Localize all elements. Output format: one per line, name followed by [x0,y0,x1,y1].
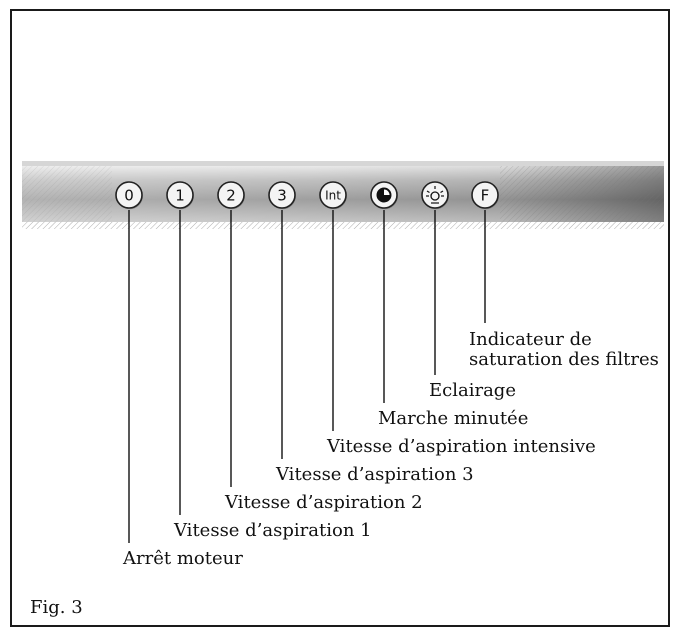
callouts: Arrêt moteur Vitesse d’aspiration 1 Vitess… [122,210,659,569]
button-light[interactable] [421,181,449,210]
button-ring [421,181,449,209]
callout-5: Vitesse d’aspiration intensive [326,210,596,457]
button-1[interactable]: 1 [166,181,194,210]
button-2[interactable]: 2 [217,181,245,210]
callout-label: Vitesse d’aspiration 2 [224,492,423,513]
button-ring [166,181,194,209]
button-label: 2 [226,187,236,205]
figure-frame [10,9,670,627]
panel-bottom-edge [22,222,664,229]
button-ring [471,181,499,209]
button-0[interactable]: 0 [115,181,143,210]
timer-icon [376,187,392,203]
panel-hatch-right [500,166,664,222]
button-ring [319,181,347,209]
button-label: 1 [175,187,185,205]
callout-label: Indicateur de [469,329,592,350]
callout-2: Vitesse d’aspiration 1 [173,210,372,541]
callout-4: Vitesse d’aspiration 3 [275,210,474,485]
panel-hatch-left [22,166,112,222]
button-3[interactable]: 3 [268,181,296,210]
panel-top-edge [22,161,664,166]
figure-label: Fig. 3 [30,597,83,618]
callout-label: Arrêt moteur [122,548,243,569]
button-int[interactable]: Int [319,181,347,210]
callout-7: Eclairage [429,210,516,401]
callout-label: saturation des filtres [469,349,659,370]
button-filter[interactable]: F [471,181,499,210]
button-label: Int [325,189,341,203]
light-bulb-icon [426,186,444,204]
button-ring [217,181,245,209]
button-ring [268,181,296,209]
callout-label: Eclairage [429,380,516,401]
callout-label: Vitesse d’aspiration intensive [326,436,596,457]
panel-buttons: 0 1 2 3 Int F [115,181,499,210]
button-ring [115,181,143,209]
callout-6: Marche minutée [378,210,528,429]
button-label: F [481,187,490,205]
callout-1: Arrêt moteur [122,210,243,569]
callout-label: Vitesse d’aspiration 1 [173,520,372,541]
callout-label: Vitesse d’aspiration 3 [275,464,474,485]
button-timer[interactable] [370,181,398,210]
button-label: 3 [277,187,287,205]
button-label: 0 [124,187,134,205]
callout-label: Marche minutée [378,408,528,429]
callout-3: Vitesse d’aspiration 2 [224,210,423,513]
